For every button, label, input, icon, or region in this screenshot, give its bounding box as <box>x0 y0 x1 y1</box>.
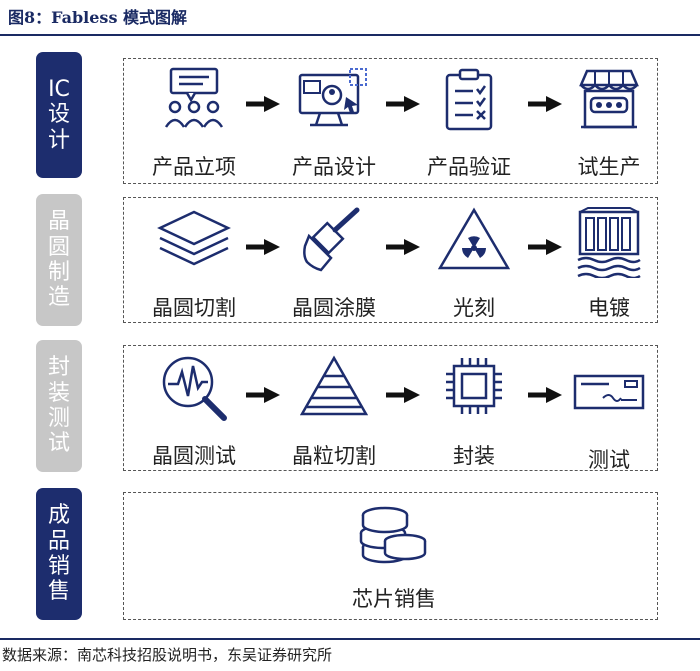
step-label: 光刻 <box>453 296 495 320</box>
factory-dam-icon <box>577 207 641 278</box>
checklist-clipboard-icon <box>445 68 493 131</box>
arrow-icon <box>386 239 420 255</box>
radiation-warning-icon <box>438 207 510 270</box>
step-trial-production: 试生产 <box>549 67 669 179</box>
pyramid-icon <box>300 355 368 416</box>
step-label: 电镀 <box>588 296 630 320</box>
computer-design-icon <box>298 68 367 127</box>
step-chip-sales: 芯片销售 <box>324 503 464 615</box>
step-label: 晶圆涂膜 <box>292 296 376 320</box>
step-wafer-cutting: 晶圆切割 <box>134 206 254 320</box>
stage-box-packaging-testing: 晶圆测试 晶粒切割 封装 <box>123 345 658 472</box>
arrow-icon <box>246 387 280 403</box>
stage-tag-product-sales: 成品销售 <box>36 488 82 620</box>
check-payment-icon <box>573 374 645 410</box>
step-label: 产品设计 <box>292 155 376 179</box>
step-label: 晶圆切割 <box>152 296 236 320</box>
step-packaging: 封装 <box>414 354 534 468</box>
arrow-icon <box>528 96 562 112</box>
step-label: 晶圆测试 <box>152 444 236 468</box>
stage-box-product-sales: 芯片销售 <box>123 492 658 620</box>
arrow-icon <box>386 387 420 403</box>
arrow-icon <box>386 96 420 112</box>
step-product-verification: 产品验证 <box>409 67 529 179</box>
step-label: 产品验证 <box>427 155 511 179</box>
step-label: 试生产 <box>577 155 641 179</box>
step-electroplating: 电镀 <box>549 206 669 320</box>
step-product-initiation: 产品立项 <box>134 67 254 179</box>
step-photolithography: 光刻 <box>414 206 534 320</box>
figure-title: 图8：Fabless 模式图解 <box>8 8 188 27</box>
bottom-rule <box>0 638 700 640</box>
step-die-cutting: 晶粒切割 <box>274 354 394 468</box>
storefront-icon <box>579 69 639 129</box>
stage-tag-packaging-testing: 封装测试 <box>36 340 82 472</box>
step-label: 产品立项 <box>152 155 236 179</box>
step-label: 晶粒切割 <box>292 444 376 468</box>
step-label: 封装 <box>453 444 495 468</box>
arrow-icon <box>528 239 562 255</box>
step-wafer-coating: 晶圆涂膜 <box>274 206 394 320</box>
step-label: 测试 <box>588 448 630 472</box>
step-wafer-testing: 晶圆测试 <box>134 354 254 468</box>
step-label: 芯片销售 <box>352 587 436 611</box>
chip-icon <box>446 358 502 414</box>
paint-brush-icon <box>303 207 360 272</box>
coin-stack-icon <box>359 506 427 564</box>
arrow-icon <box>246 239 280 255</box>
arrow-icon <box>528 387 562 403</box>
stage-tag-wafer-manufacturing: 晶圆制造 <box>36 194 82 326</box>
stage-tag-ic-design: IC设计 <box>36 52 82 178</box>
arrow-icon <box>246 96 280 112</box>
top-rule <box>0 34 700 36</box>
stacked-layers-icon <box>157 210 231 266</box>
stage-box-ic-design: 产品立项 产品设计 产品验证 <box>123 58 658 184</box>
team-meeting-icon <box>164 67 224 128</box>
magnifier-waveform-icon <box>162 356 227 421</box>
source-note: 数据来源：南芯科技招股说明书，东吴证券研究所 <box>2 646 333 664</box>
step-testing: 测试 <box>549 354 669 472</box>
stage-box-wafer-manufacturing: 晶圆切割 晶圆涂膜 光刻 <box>123 197 658 323</box>
step-product-design: 产品设计 <box>274 67 394 179</box>
